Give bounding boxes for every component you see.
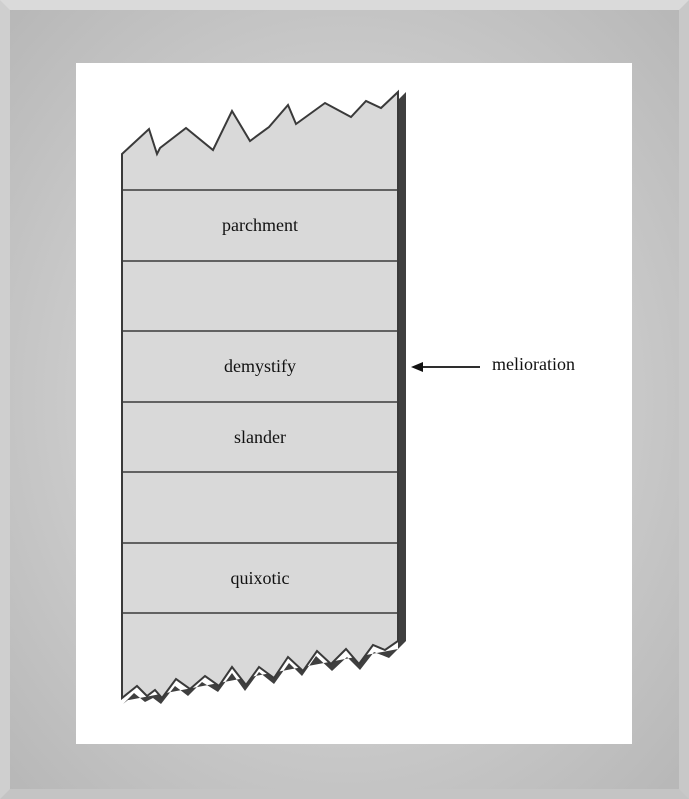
cell-separators bbox=[122, 189, 398, 614]
cell-label-demystify: demystify bbox=[224, 356, 296, 376]
cell-label-parchment: parchment bbox=[222, 215, 298, 235]
cell-label-quixotic: quixotic bbox=[231, 568, 290, 588]
stack-body bbox=[121, 89, 399, 701]
cell-label-slander: slander bbox=[234, 427, 286, 447]
pointer-arrow bbox=[411, 362, 480, 372]
pointer-label: melioration bbox=[492, 354, 575, 374]
